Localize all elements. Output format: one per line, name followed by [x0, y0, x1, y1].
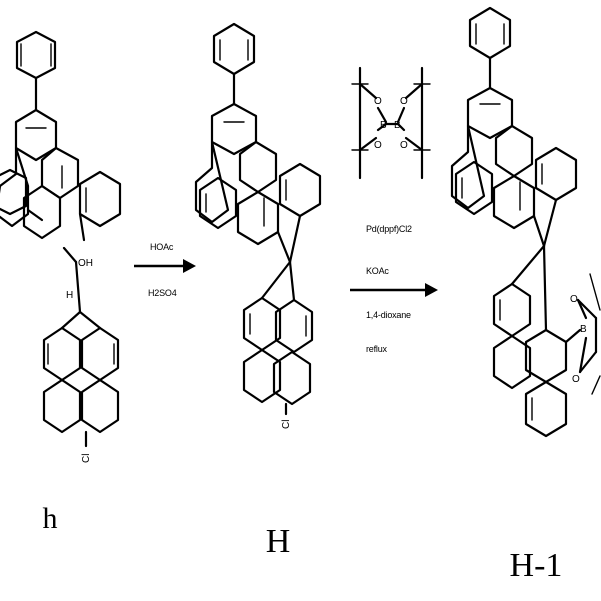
- b2pin2-structure: O O O O B B: [352, 68, 430, 178]
- compound-H1-label: H-1: [510, 547, 563, 584]
- reaction-arrow-2: [350, 283, 438, 297]
- step1-reagent-2: H2SO4: [148, 288, 177, 298]
- b2pin2-o3: O: [374, 140, 382, 151]
- step1-reagent-1: HOAc: [150, 242, 174, 252]
- compound-H1-b-label: B: [580, 324, 587, 335]
- step2-condition-1: Pd(dppf)Cl2: [366, 224, 412, 234]
- step2-condition-2: KOAc: [366, 266, 389, 276]
- compound-h-h-label: H: [66, 290, 73, 301]
- step2-condition-3: 1,4-dioxane: [366, 310, 411, 320]
- b2pin2-b1: B: [380, 120, 387, 131]
- b2pin2-o2: O: [400, 96, 408, 107]
- b2pin2-o1: O: [374, 96, 382, 107]
- compound-h-label: h: [43, 502, 58, 535]
- compound-H-cl-label: Cl: [281, 420, 292, 429]
- compound-H1-o-bottom-label: O: [572, 374, 580, 385]
- b2pin2-o4: O: [400, 140, 408, 151]
- reaction-arrow-1: [134, 259, 196, 273]
- compound-h-cl-label: Cl: [81, 454, 92, 463]
- compound-H-label: H: [266, 523, 291, 560]
- compound-H1-o-top-label: O: [570, 294, 578, 305]
- compound-H1-structure: B O O: [452, 8, 600, 436]
- b2pin2-b2: B: [394, 120, 401, 131]
- step2-condition-4: reflux: [366, 344, 388, 354]
- compound-h-oh-label: OH: [78, 258, 93, 269]
- compound-h-structure: OH H Cl: [0, 32, 120, 463]
- compound-H-structure: Cl: [196, 24, 320, 429]
